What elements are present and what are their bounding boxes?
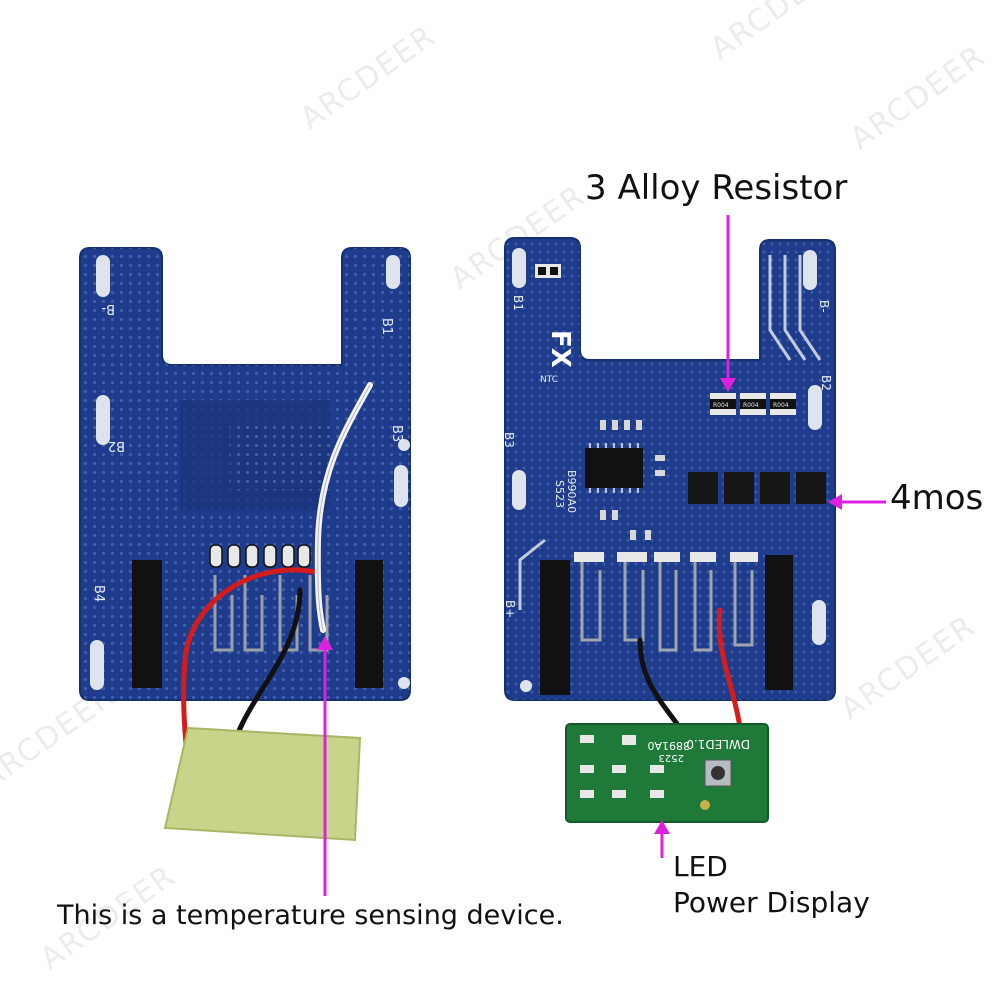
board-label-bminus: B- [817, 300, 831, 313]
callout-alloy-resistor: 3 Alloy Resistor [585, 168, 848, 208]
board-label-ntc: NTC [540, 375, 558, 385]
callout-temperature-sensor: This is a temperature sensing device. [57, 900, 564, 931]
callout-mos: 4mos [890, 478, 984, 518]
mosfets [688, 472, 826, 504]
solder-pad [808, 385, 822, 430]
ntc-board [163, 726, 362, 842]
solder-pad [90, 640, 104, 690]
board-label-fx: FX [545, 330, 575, 368]
board-label-b3: B3 [389, 425, 404, 442]
solder-pad [512, 248, 526, 288]
led-board-date: 2523 [659, 752, 684, 763]
board-label-bminus: B- [101, 301, 115, 316]
board-label-b1: B1 [379, 318, 394, 335]
board-label-b2: B2 [108, 438, 125, 453]
callout-power-display: Power Display [673, 886, 870, 919]
board-label-b3: B3 [502, 432, 516, 448]
solder-pad [394, 465, 408, 507]
board-label-b1: B1 [511, 295, 525, 311]
led-board-code: 3891A0 [647, 739, 690, 752]
right-bms-board: FX B1 B- B2 B3 B+ NTC B990A0 S523 R004 R… [502, 237, 836, 701]
board-code: B990A0 [565, 470, 578, 513]
led-board-name: DWLED1.0 [686, 737, 750, 751]
alloy-resistors: R004 R004 R004 [710, 393, 796, 415]
led-wires [637, 607, 743, 731]
board-label-b2: B2 [819, 375, 833, 391]
solder-pad [812, 600, 826, 645]
left-bms-board: B1 B- B2 B3 B4 [79, 247, 411, 701]
solder-pad [96, 395, 110, 445]
svg-text:R004: R004 [743, 402, 759, 409]
protection-ic [585, 448, 643, 488]
solder-pad [386, 255, 400, 289]
solder-pad [96, 255, 110, 297]
solder-pad [803, 250, 817, 290]
svg-text:R004: R004 [773, 402, 789, 409]
callout-led: LED [673, 850, 728, 883]
annotation-arrows [317, 215, 886, 896]
board-code-2: S523 [553, 480, 566, 508]
board-label-b4: B4 [91, 585, 106, 602]
led-power-display-board: DWLED1.0 3891A0 2523 [565, 723, 769, 823]
board-label-bplus: B+ [503, 600, 517, 618]
solder-pad [512, 470, 526, 510]
svg-text:R004: R004 [713, 402, 729, 409]
